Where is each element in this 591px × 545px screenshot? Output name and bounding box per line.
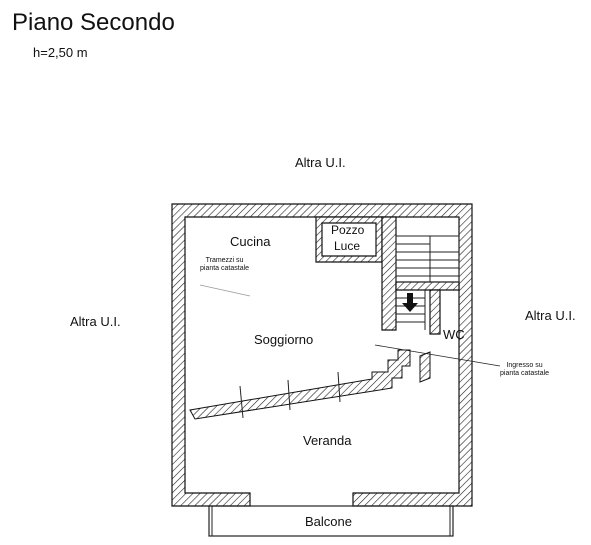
plan-title: Piano Secondo xyxy=(12,9,175,36)
light-well-wall xyxy=(315,216,383,263)
partition-wall xyxy=(189,349,411,420)
wc-partition-step xyxy=(419,351,431,383)
stair-wall xyxy=(381,216,397,331)
tramezzi-leader xyxy=(199,284,251,297)
ingresso-note: Ingresso su pianta catastale xyxy=(500,362,549,378)
stair-down-arrow-icon xyxy=(402,293,418,312)
ingresso-note-line1: Ingresso su xyxy=(506,362,543,369)
tramezzi-note: Tramezzi su pianta catastale xyxy=(200,257,249,273)
tramezzi-note-line1: Tramezzi su xyxy=(205,257,244,264)
room-label-pozzo: Pozzo xyxy=(331,223,365,237)
balcony-outline xyxy=(208,505,454,537)
ingresso-leader xyxy=(374,344,501,367)
room-label-soggiorno: Soggiorno xyxy=(254,332,314,347)
room-label-cucina: Cucina xyxy=(230,234,271,249)
neighbour-left-label: Altra U.I. xyxy=(70,314,121,329)
partition-ticks xyxy=(239,371,341,419)
tramezzi-note-line2: pianta catastale xyxy=(200,265,250,272)
room-label-balcone: Balcone xyxy=(305,514,352,529)
ceiling-height-note: h=2,50 m xyxy=(33,45,88,60)
room-label-luce: Luce xyxy=(334,239,361,253)
neighbour-top-label: Altra U.I. xyxy=(295,155,346,170)
neighbour-right-label: Altra U.I. xyxy=(525,308,576,323)
wc-wall xyxy=(429,289,441,335)
stair-landing-wall xyxy=(395,281,460,291)
room-label-wc: WC xyxy=(443,327,465,342)
room-label-veranda: Veranda xyxy=(303,433,352,448)
ingresso-note-line2: pianta catastale xyxy=(500,370,550,377)
